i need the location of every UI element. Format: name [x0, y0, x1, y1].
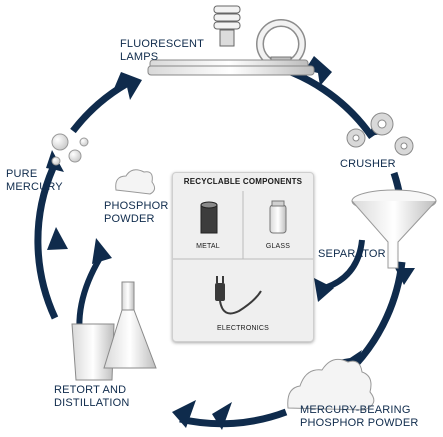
arrowhead-mercury-flow [113, 72, 142, 100]
label-glass: GLASS [265, 243, 291, 250]
arrowhead-separator [395, 268, 415, 285]
label-electronics: ELECTRONICS [217, 325, 269, 332]
flask-icon [103, 281, 157, 369]
funnel-icon [351, 189, 437, 269]
label-crusher: CRUSHER [340, 158, 396, 170]
recyclable-components-panel: RECYCLABLE COMPONENTS METAL GLASS ELECTR… [172, 172, 314, 342]
arrowhead-to-panel [314, 278, 334, 302]
linear-tube-icon [147, 59, 315, 76]
arc-separator-to-powder [353, 261, 406, 367]
phosphor-powder-icon [115, 169, 156, 195]
label-metal: METAL [196, 243, 220, 250]
glass-jar-icon [269, 200, 287, 234]
arrowhead-to-retort [172, 400, 196, 428]
arc-powder-to-retort [179, 408, 288, 428]
powder-pile-icon [287, 358, 375, 411]
arc-retort-to-mercury [34, 166, 59, 320]
panel-title: RECYCLABLE COMPONENTS [183, 177, 303, 186]
panel-icons [173, 191, 313, 315]
label-separator: SEPARATOR [318, 248, 386, 260]
metal-can-icon [200, 201, 218, 234]
beaker-icon [71, 323, 115, 381]
arrowhead-phosphor [92, 238, 112, 264]
arc-mercury-to-lamps [70, 79, 130, 134]
gear-icon [346, 112, 414, 156]
arrowhead-bottom-flow [212, 402, 232, 430]
cfl-bulb-icon [213, 5, 241, 47]
arrowhead-retort-up [47, 227, 68, 250]
power-plug-icon [215, 276, 262, 315]
mercury-droplets-icon [51, 133, 89, 166]
circular-tube-icon [256, 19, 306, 69]
arrowhead-lamps-flow [305, 56, 332, 86]
